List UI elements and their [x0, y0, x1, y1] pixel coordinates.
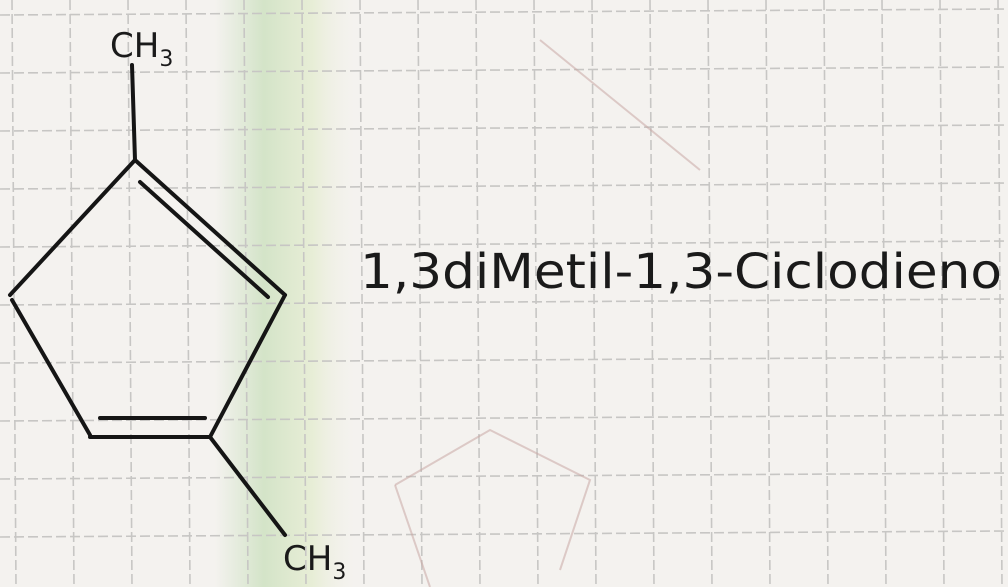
grid-line-horizontal — [0, 124, 1008, 132]
bleed-through-sketch — [394, 39, 701, 587]
grid-line-horizontal — [0, 530, 1008, 538]
bond-methyl-top — [130, 63, 137, 162]
grid-line-horizontal — [0, 356, 1008, 364]
compound-name: 1,3diMetil-1,3-Ciclodieno — [360, 244, 1002, 300]
bond-top-right-double-1 — [133, 158, 287, 297]
grid-line-horizontal — [0, 298, 1008, 306]
bond-right-lower — [208, 293, 287, 439]
grid-line-horizontal — [0, 472, 1008, 480]
cyclopentadiene-ring — [8, 158, 287, 439]
grid-line-horizontal — [0, 66, 1008, 74]
bond-methyl-bottom — [208, 435, 287, 537]
grid-line-horizontal — [0, 240, 1008, 248]
methyl-bottom-label: CH3 — [283, 539, 346, 585]
methyl-top-label: CH3 — [110, 26, 173, 72]
grid-line-horizontal — [0, 8, 1008, 16]
bond-left-lower — [10, 298, 92, 437]
bond-top-right-double-2 — [138, 180, 270, 299]
bond-top-left — [8, 158, 137, 297]
